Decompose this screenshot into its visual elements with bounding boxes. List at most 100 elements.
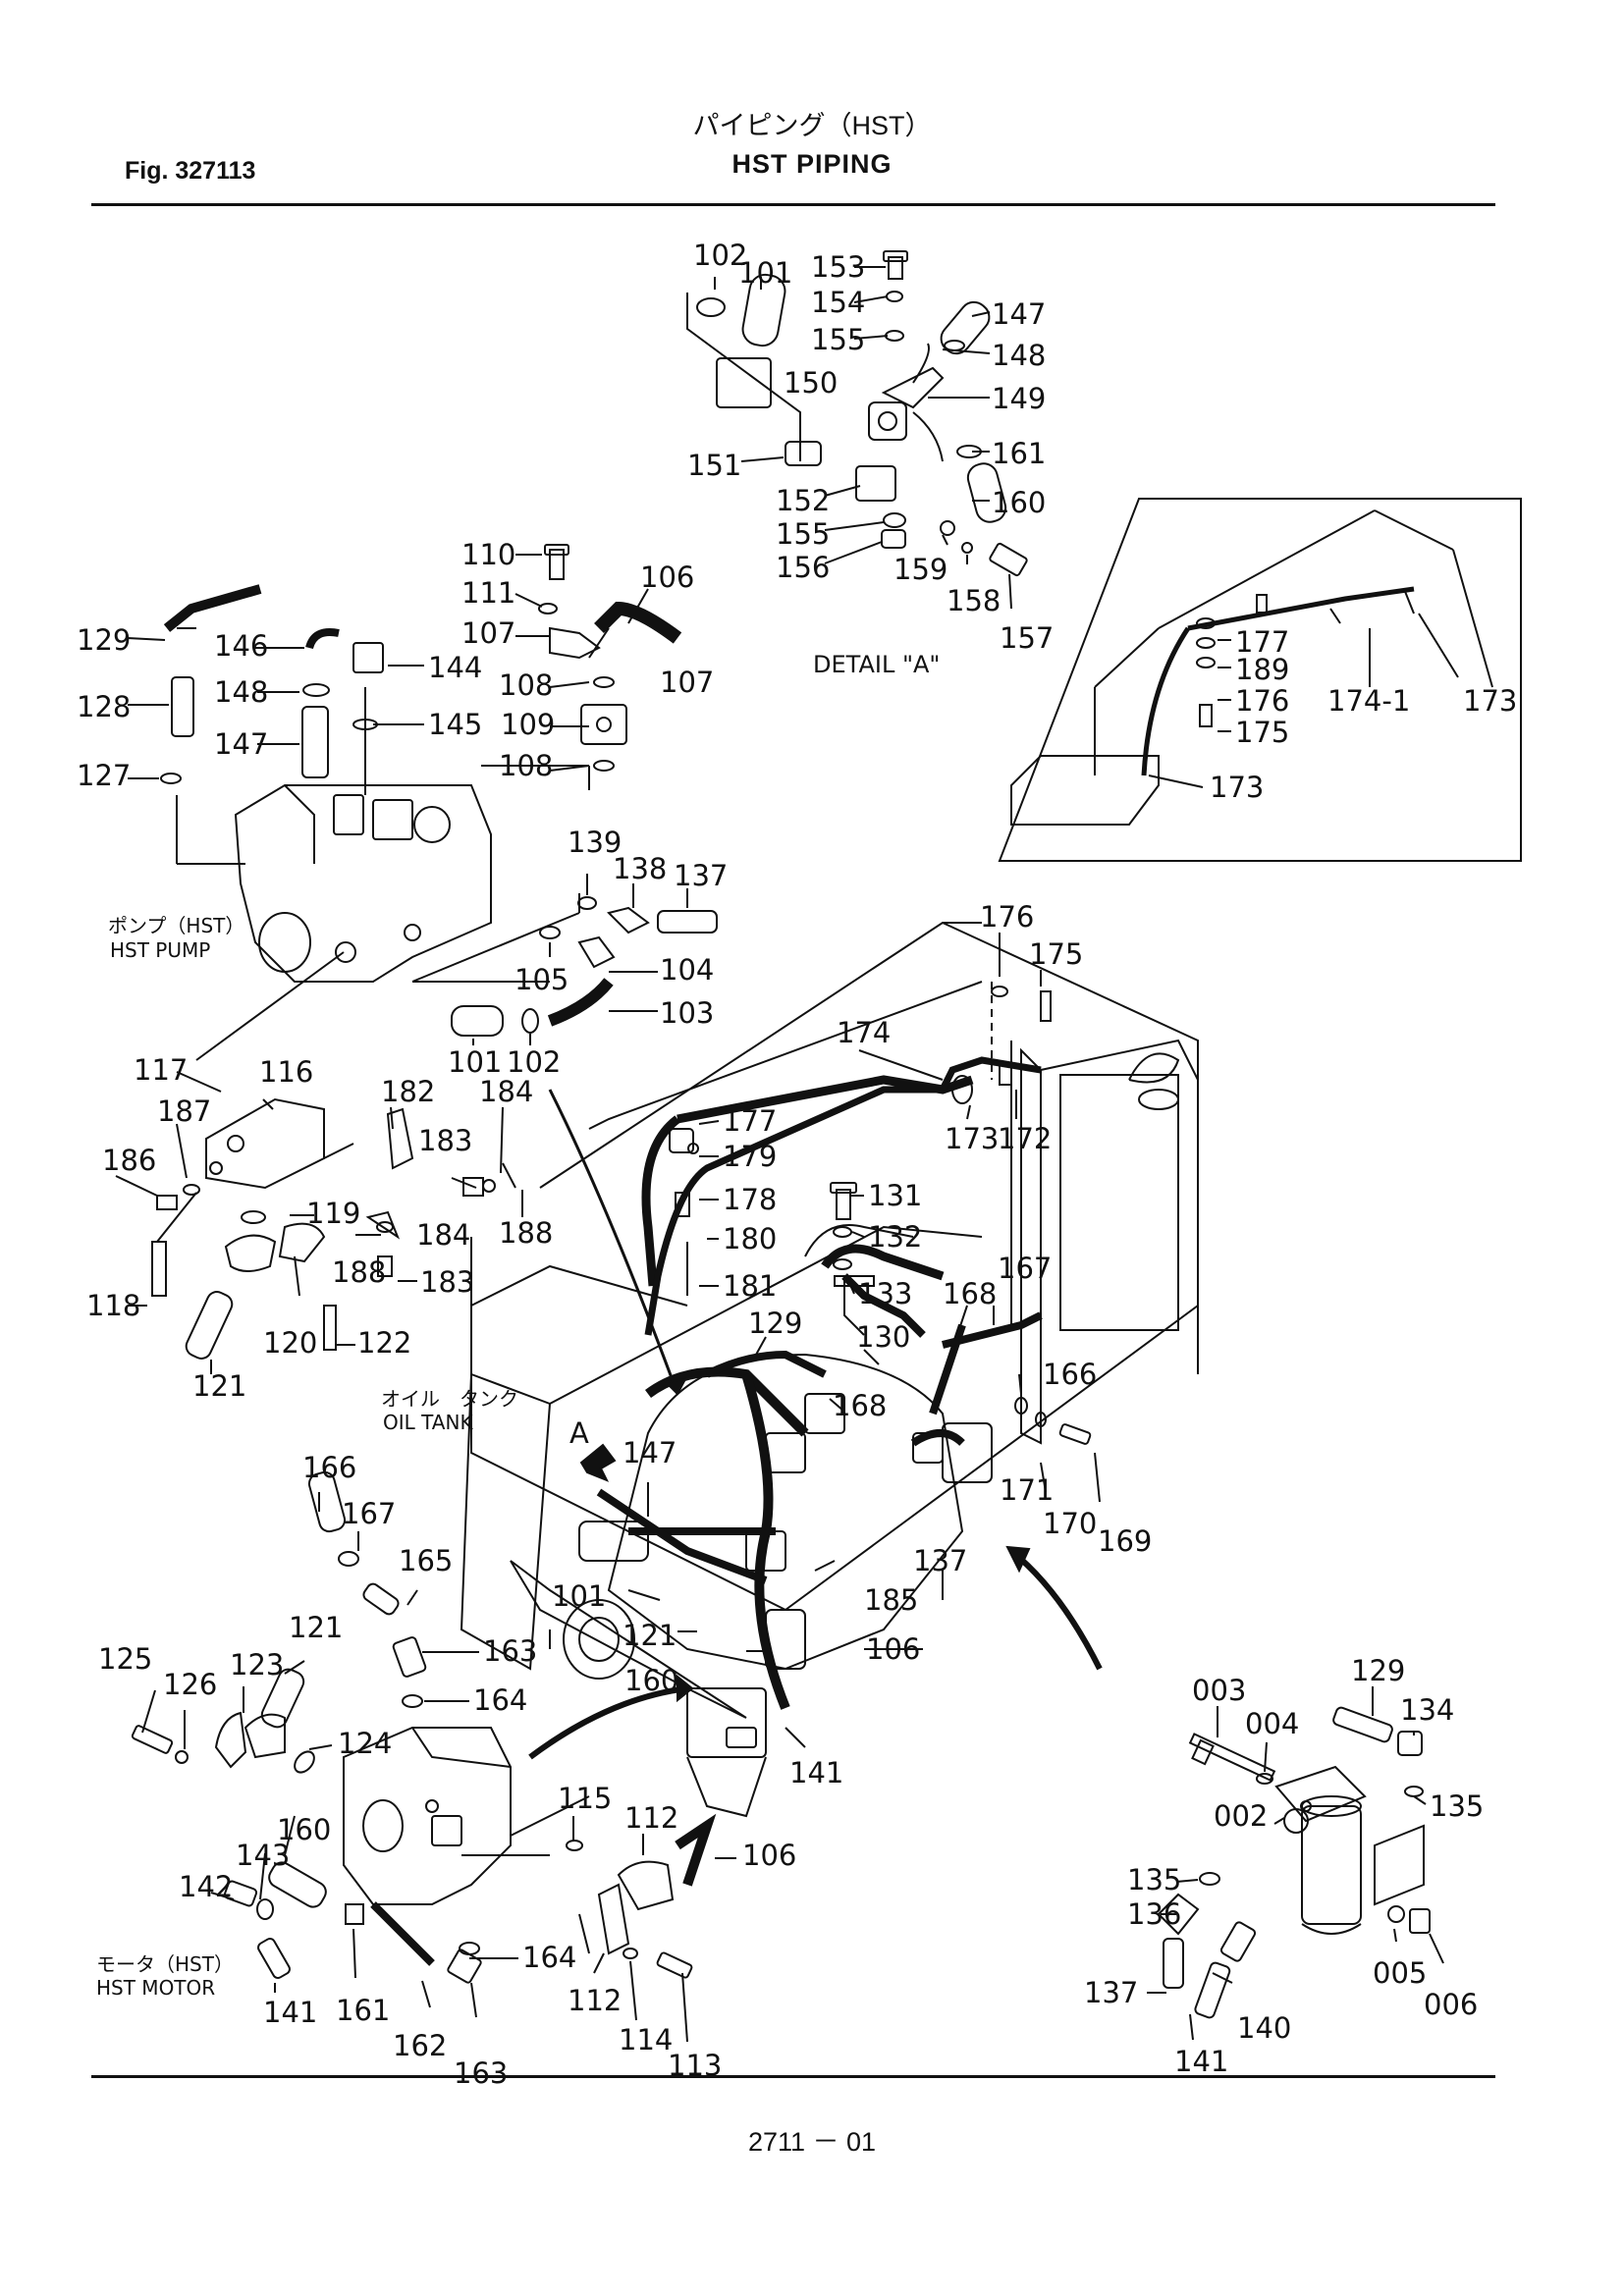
caption-tank-jp: オイル タンク <box>381 1387 518 1411</box>
part-number: 006 <box>1424 1988 1478 2021</box>
part-number: 188 <box>332 1255 386 1289</box>
part-number: 163 <box>454 2056 508 2090</box>
part-number: 142 <box>179 1870 233 1903</box>
part-number: 150 <box>784 366 838 400</box>
part-number: 104 <box>660 953 714 987</box>
part-number: 154 <box>811 286 865 319</box>
part-number: 144 <box>428 651 482 684</box>
part-number: 161 <box>992 437 1046 470</box>
part-number: 004 <box>1245 1707 1299 1740</box>
part-number: 174-1 <box>1327 684 1410 718</box>
part-number: 117 <box>134 1053 188 1087</box>
part-number: 161 <box>336 1994 390 2027</box>
part-number: 151 <box>687 449 741 482</box>
caption-pump-en: HST PUMP <box>110 938 210 962</box>
part-number: 163 <box>483 1634 537 1668</box>
part-number: 182 <box>381 1075 435 1108</box>
part-number: 106 <box>866 1632 920 1666</box>
part-number: 157 <box>1000 621 1054 655</box>
part-number: 169 <box>1098 1524 1152 1558</box>
part-number: 189 <box>1235 653 1289 686</box>
part-number: 178 <box>723 1183 777 1216</box>
part-number: 109 <box>501 708 555 741</box>
hst-motor-group <box>131 1470 736 2043</box>
part-number: 123 <box>230 1648 284 1682</box>
part-number: 147 <box>214 727 268 761</box>
part-number: 148 <box>992 339 1046 372</box>
part-number: 185 <box>864 1583 918 1617</box>
part-number: 179 <box>723 1140 777 1173</box>
part-number: 143 <box>236 1839 290 1872</box>
part-number-labels: 102 101 153 154 155 147 148 150 149 151 … <box>77 239 1517 2090</box>
part-number: 164 <box>473 1683 527 1717</box>
caption-pump-jp: ポンプ（HST） <box>108 914 244 937</box>
part-number: 177 <box>1235 625 1289 659</box>
part-number: 105 <box>514 963 568 996</box>
part-number: 101 <box>448 1045 502 1079</box>
part-number: 184 <box>479 1075 533 1108</box>
part-number: 139 <box>568 826 622 859</box>
part-number: 155 <box>811 323 865 356</box>
part-number: 188 <box>499 1216 553 1250</box>
part-number: 107 <box>660 666 714 699</box>
part-number: 130 <box>856 1320 910 1354</box>
part-number: 186 <box>102 1144 156 1177</box>
part-number: 147 <box>992 297 1046 331</box>
title-english: HST PIPING <box>731 149 893 179</box>
part-number: 165 <box>399 1544 453 1577</box>
page-number: 2711 － 01 <box>747 2127 877 2157</box>
part-number: 152 <box>776 484 830 517</box>
caption-motor-jp: モータ（HST） <box>96 1952 234 1976</box>
part-number: 136 <box>1127 1897 1181 1931</box>
part-number: 121 <box>289 1611 343 1644</box>
part-number: 128 <box>77 690 131 723</box>
part-number: 121 <box>623 1619 677 1652</box>
part-number: 181 <box>723 1269 777 1303</box>
part-number: 166 <box>302 1451 356 1484</box>
part-number: 112 <box>568 1984 622 2017</box>
part-number: 108 <box>499 668 553 702</box>
part-number: 108 <box>499 749 553 782</box>
part-number: 138 <box>613 852 667 885</box>
cooler-piping-group <box>686 250 1028 610</box>
part-number: 129 <box>748 1307 802 1340</box>
part-number: 137 <box>1084 1976 1138 2009</box>
part-number: 183 <box>420 1265 474 1299</box>
part-number: 115 <box>558 1782 612 1815</box>
part-number: 180 <box>723 1222 777 1255</box>
part-number: 005 <box>1373 1956 1427 1990</box>
part-number: 141 <box>789 1756 843 1789</box>
part-number: 149 <box>992 382 1046 415</box>
part-number: 184 <box>416 1218 470 1252</box>
line-filter-group <box>1147 1686 1444 2041</box>
part-number: 119 <box>306 1197 360 1230</box>
caption-detail-a: DETAIL "A" <box>813 651 940 678</box>
part-number: 132 <box>868 1220 922 1254</box>
part-number: 103 <box>660 996 714 1030</box>
part-number: 160 <box>277 1813 331 1846</box>
part-number: 118 <box>86 1289 140 1322</box>
part-number: 122 <box>357 1326 411 1360</box>
part-number: 003 <box>1192 1674 1246 1707</box>
part-number: 127 <box>77 759 131 792</box>
part-number: 120 <box>263 1326 317 1360</box>
title-japanese: パイピング（HST） <box>692 111 932 140</box>
part-number: 159 <box>893 553 947 586</box>
part-number: 126 <box>163 1668 217 1701</box>
part-number: 102 <box>507 1045 561 1079</box>
part-number: 160 <box>624 1664 678 1697</box>
part-number: 145 <box>428 708 482 741</box>
part-number: 147 <box>623 1436 677 1469</box>
part-number: 002 <box>1214 1799 1268 1833</box>
manifold-group <box>115 1071 523 1374</box>
part-number: 171 <box>1000 1473 1054 1507</box>
part-number: 141 <box>1174 2045 1228 2078</box>
part-number: 114 <box>619 2023 673 2056</box>
part-number: 125 <box>98 1642 152 1676</box>
part-number: 111 <box>461 576 515 610</box>
part-number: 160 <box>992 486 1046 519</box>
part-number: 116 <box>259 1055 313 1089</box>
part-number: 173 <box>1463 684 1517 718</box>
part-number: 176 <box>1235 684 1289 718</box>
